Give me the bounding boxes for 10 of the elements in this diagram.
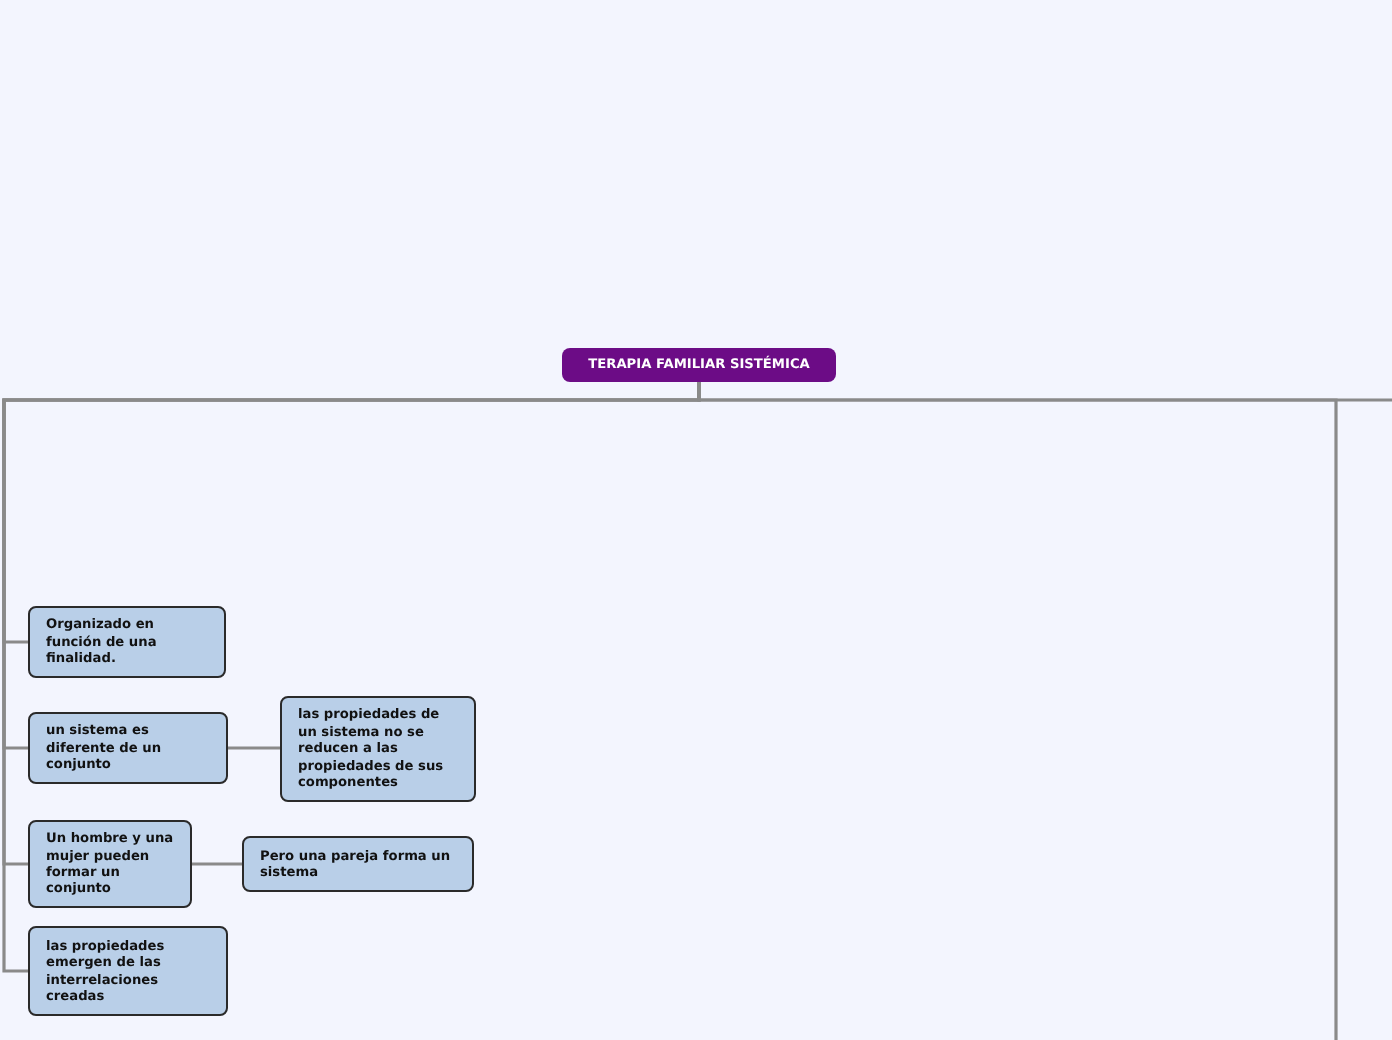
- topic-box: [280, 696, 476, 802]
- root-topic-box: [562, 348, 836, 382]
- topic-box: [242, 836, 474, 892]
- topic-box: [28, 926, 228, 1016]
- connector-line: [697, 382, 1392, 402]
- connector-line: [228, 746, 280, 750]
- topic-box: [28, 820, 192, 908]
- topic-box: [28, 606, 226, 678]
- connector-line: [192, 862, 242, 866]
- topic-box: [28, 712, 228, 784]
